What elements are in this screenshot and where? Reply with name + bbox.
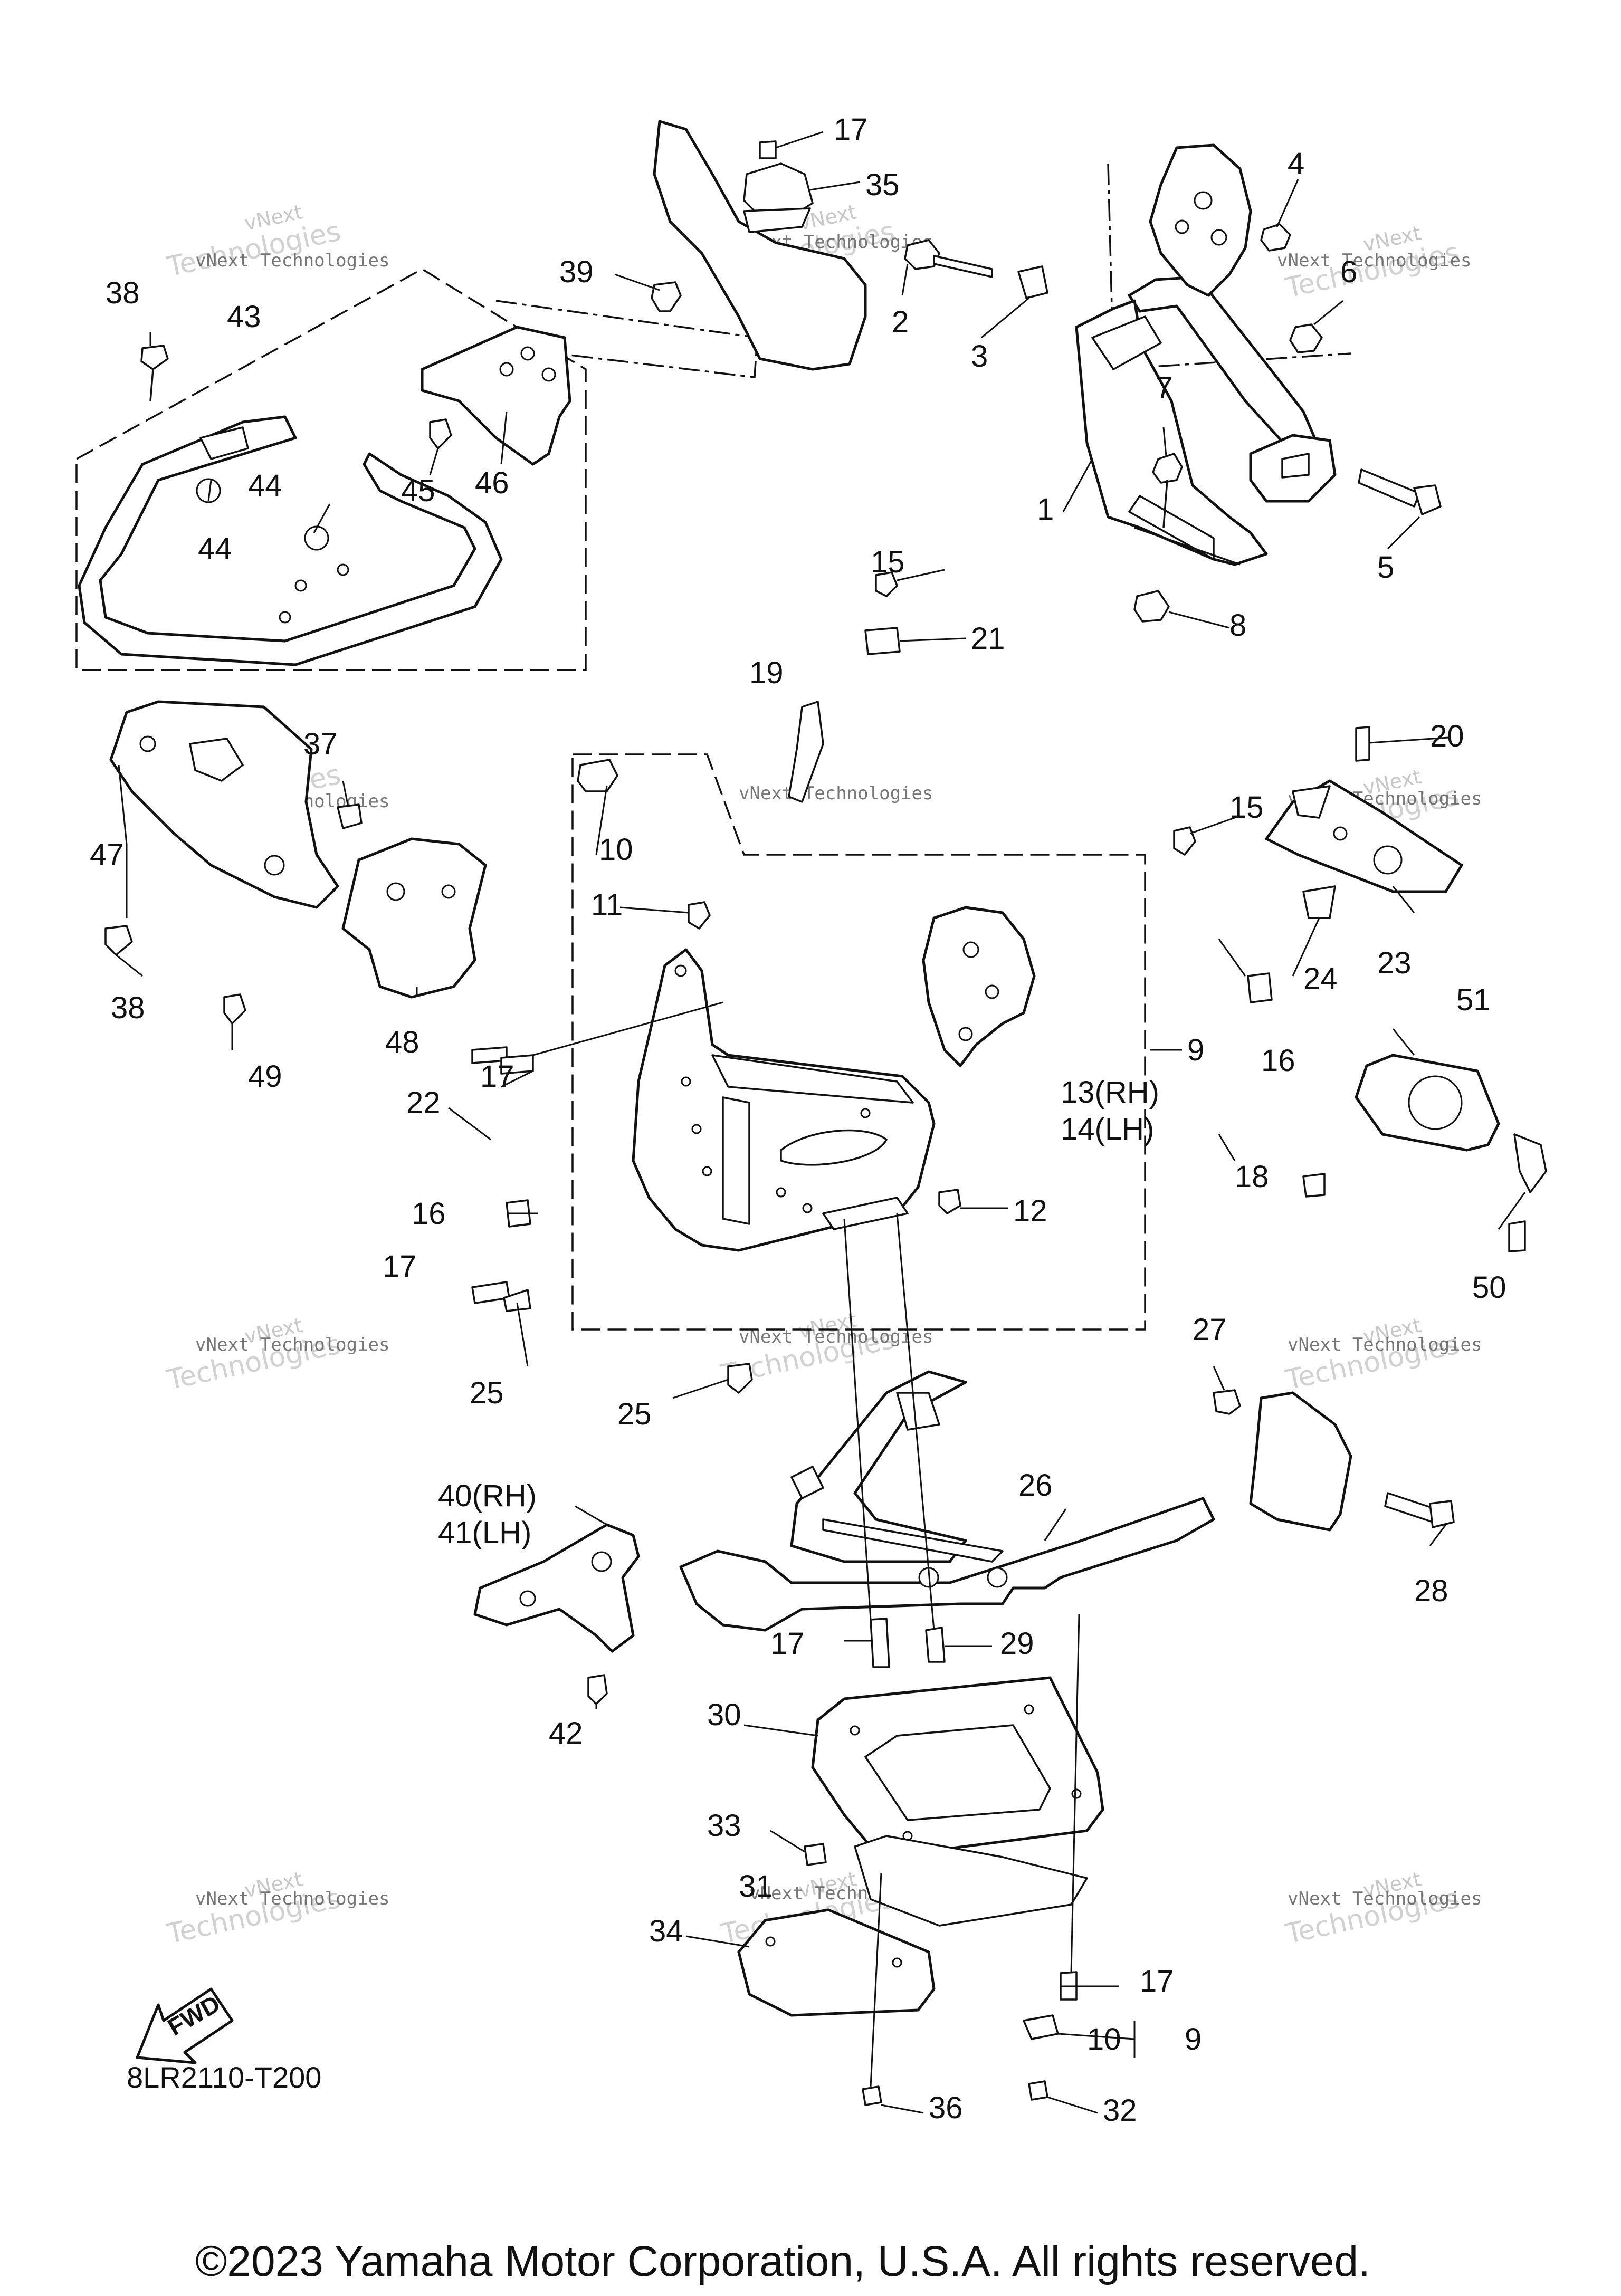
part-label-40-rh: 40(RH) [438,1479,537,1513]
part-label-48: 48 [385,1025,419,1059]
part-label-15: 15 [871,545,905,579]
watermark: vNext Technologies [1288,1888,1482,1909]
part-35-panel [653,120,867,371]
part-labels: 17 35 39 2 3 4 6 7 1 5 8 38 43 44 44 45 … [90,112,1506,2128]
part-label-17: 17 [834,112,868,147]
part-label-16: 16 [412,1197,446,1231]
part-1-guard-frame [1075,144,1337,566]
part-label-9: 9 [1187,1033,1204,1067]
parts-50-51 [1355,1054,1547,1252]
part-label-22: 22 [406,1086,441,1120]
part-label-12: 12 [1013,1194,1047,1228]
part-label-2: 2 [892,305,909,339]
parts-20-23-24-16 [506,726,1463,1228]
watermark: vNext Technologies [195,1334,389,1355]
part-label-8: 8 [1229,608,1246,643]
part-label-21: 21 [971,621,1005,656]
part-label-38: 38 [111,991,145,1025]
part-label-14-lh: 14(LH) [1061,1112,1154,1146]
part-label-34: 34 [649,1914,683,1948]
part-26-main-frame [679,1370,1455,1668]
part-label-44: 44 [198,532,232,566]
diagram-code: 8LR2110-T200 [127,2061,322,2094]
part-label-35: 35 [865,168,900,202]
part-43-bumper [78,326,571,666]
watermark: vNext Technologies [739,783,933,804]
part-47-48-brackets [104,700,618,1025]
part-label-16: 16 [1261,1044,1295,1078]
part-label-19: 19 [749,656,784,690]
part-label-46: 46 [475,466,509,500]
watermark: vNext Technologies [195,1888,389,1909]
part-label-11: 11 [591,888,623,922]
part-30-skid-plate [737,1676,1104,2106]
watermark: vNext Technologies [1277,250,1471,271]
part-label-50: 50 [1472,1270,1506,1305]
part-label-6: 6 [1340,255,1357,289]
part-label-49: 49 [248,1059,282,1094]
part-label-15: 15 [1229,790,1264,825]
part-label-17: 17 [770,1627,805,1661]
parts-19-21-15 [688,571,1196,930]
fwd-arrow-icon: FWD [136,1987,234,2064]
part-label-25: 25 [617,1397,652,1431]
part-label-18: 18 [1235,1160,1269,1194]
watermark: vNext Technologies [195,250,389,271]
part-label-10: 10 [1087,2022,1121,2056]
part-label-51: 51 [1456,983,1491,1017]
part-label-28: 28 [1414,1574,1448,1608]
fasteners-top-right [904,223,1442,623]
part-label-41-lh: 41(LH) [438,1516,531,1550]
part-9-front-frame [632,906,1036,1252]
part-label-23: 23 [1377,946,1412,980]
part-label-1: 1 [1037,492,1054,527]
part-label-17: 17 [1140,1964,1174,1998]
part-label-9: 9 [1185,2022,1202,2056]
part-label-27: 27 [1193,1313,1227,1347]
leader-lines [116,131,1526,2114]
part-17-rivet-top [759,140,777,159]
part-label-30: 30 [707,1698,741,1732]
part-label-45: 45 [401,474,435,508]
part-label-42: 42 [549,1716,583,1750]
part-label-7: 7 [1156,371,1172,405]
part-label-43: 43 [227,300,261,334]
copyright-notice: ©2023 Yamaha Motor Corporation, U.S.A. A… [195,2237,1370,2285]
part-label-31: 31 [739,1869,773,1903]
part-label-32: 32 [1103,2093,1137,2128]
part-label-33: 33 [707,1809,741,1843]
part-label-44: 44 [248,468,282,503]
part-39-screw [651,281,682,312]
part-label-25: 25 [470,1376,504,1410]
part-label-47: 47 [90,838,124,872]
part-label-26: 26 [1018,1468,1053,1503]
part-label-17: 17 [480,1059,514,1094]
part-label-29: 29 [1000,1627,1034,1661]
part-label-37: 37 [303,727,338,761]
part-label-39: 39 [559,255,594,289]
part-label-4: 4 [1288,147,1304,181]
part-label-10: 10 [599,833,633,867]
fasteners-frame-left [471,1046,1326,1394]
part-label-5: 5 [1377,550,1394,585]
part-label-13-rh: 13(RH) [1061,1075,1159,1109]
watermark: vNext Technologies [1288,1334,1482,1355]
part-label-20: 20 [1430,719,1464,753]
part-label-36: 36 [929,2091,963,2125]
part-label-24: 24 [1303,962,1338,996]
parts-40-41-42 [473,1523,640,1705]
part-label-3: 3 [971,339,988,374]
part-label-38: 38 [106,276,140,310]
part-label-17: 17 [383,1249,417,1284]
